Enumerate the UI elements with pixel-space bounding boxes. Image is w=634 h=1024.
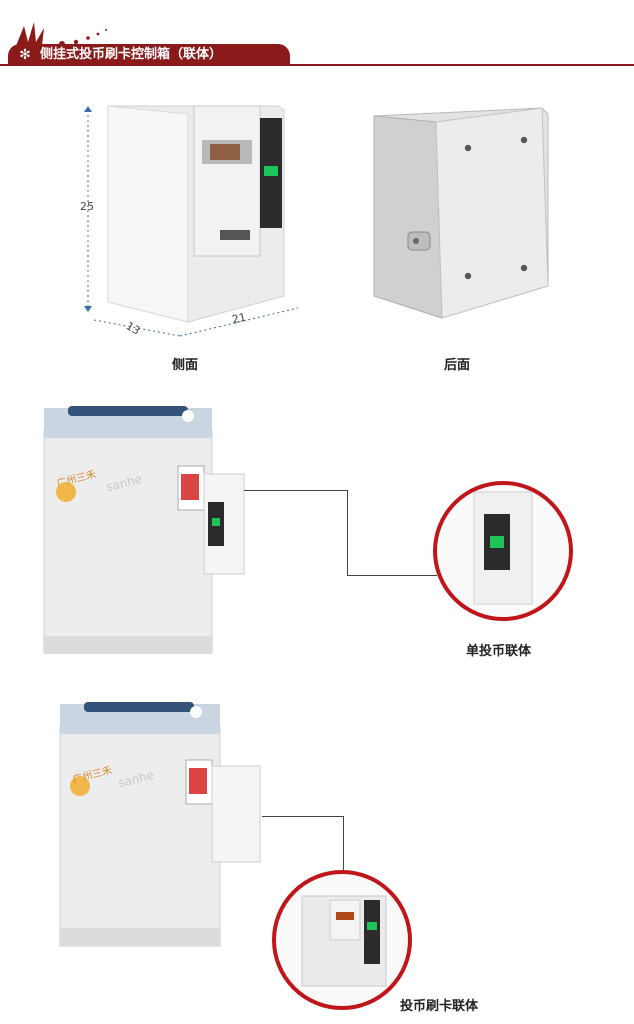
connector-wire — [343, 816, 344, 872]
connector-wire — [347, 575, 437, 576]
single-coin-label: 单投币联体 — [466, 644, 532, 659]
side-view-label: 侧面 — [172, 358, 199, 373]
back-view-label: 后面 — [444, 358, 471, 373]
zoom-coin-card — [272, 870, 412, 1010]
side-view-illustration — [84, 105, 299, 337]
coin-card-label: 投币刷卡联体 — [400, 999, 479, 1014]
connector-wire — [347, 490, 348, 576]
zoom-single-coin — [433, 481, 573, 621]
snowflake-icon: ✻ — [19, 47, 31, 63]
connector-wire — [244, 490, 348, 491]
header-divider — [0, 64, 634, 66]
dimension-height: 25 — [80, 200, 94, 213]
back-view-illustration — [373, 107, 549, 319]
washer-coin-card-illustration — [59, 702, 261, 947]
page-title: 侧挂式投币刷卡控制箱（联体） — [40, 47, 223, 62]
connector-wire — [262, 816, 344, 817]
washer-single-coin-illustration — [43, 406, 245, 654]
header-banner — [8, 44, 290, 66]
